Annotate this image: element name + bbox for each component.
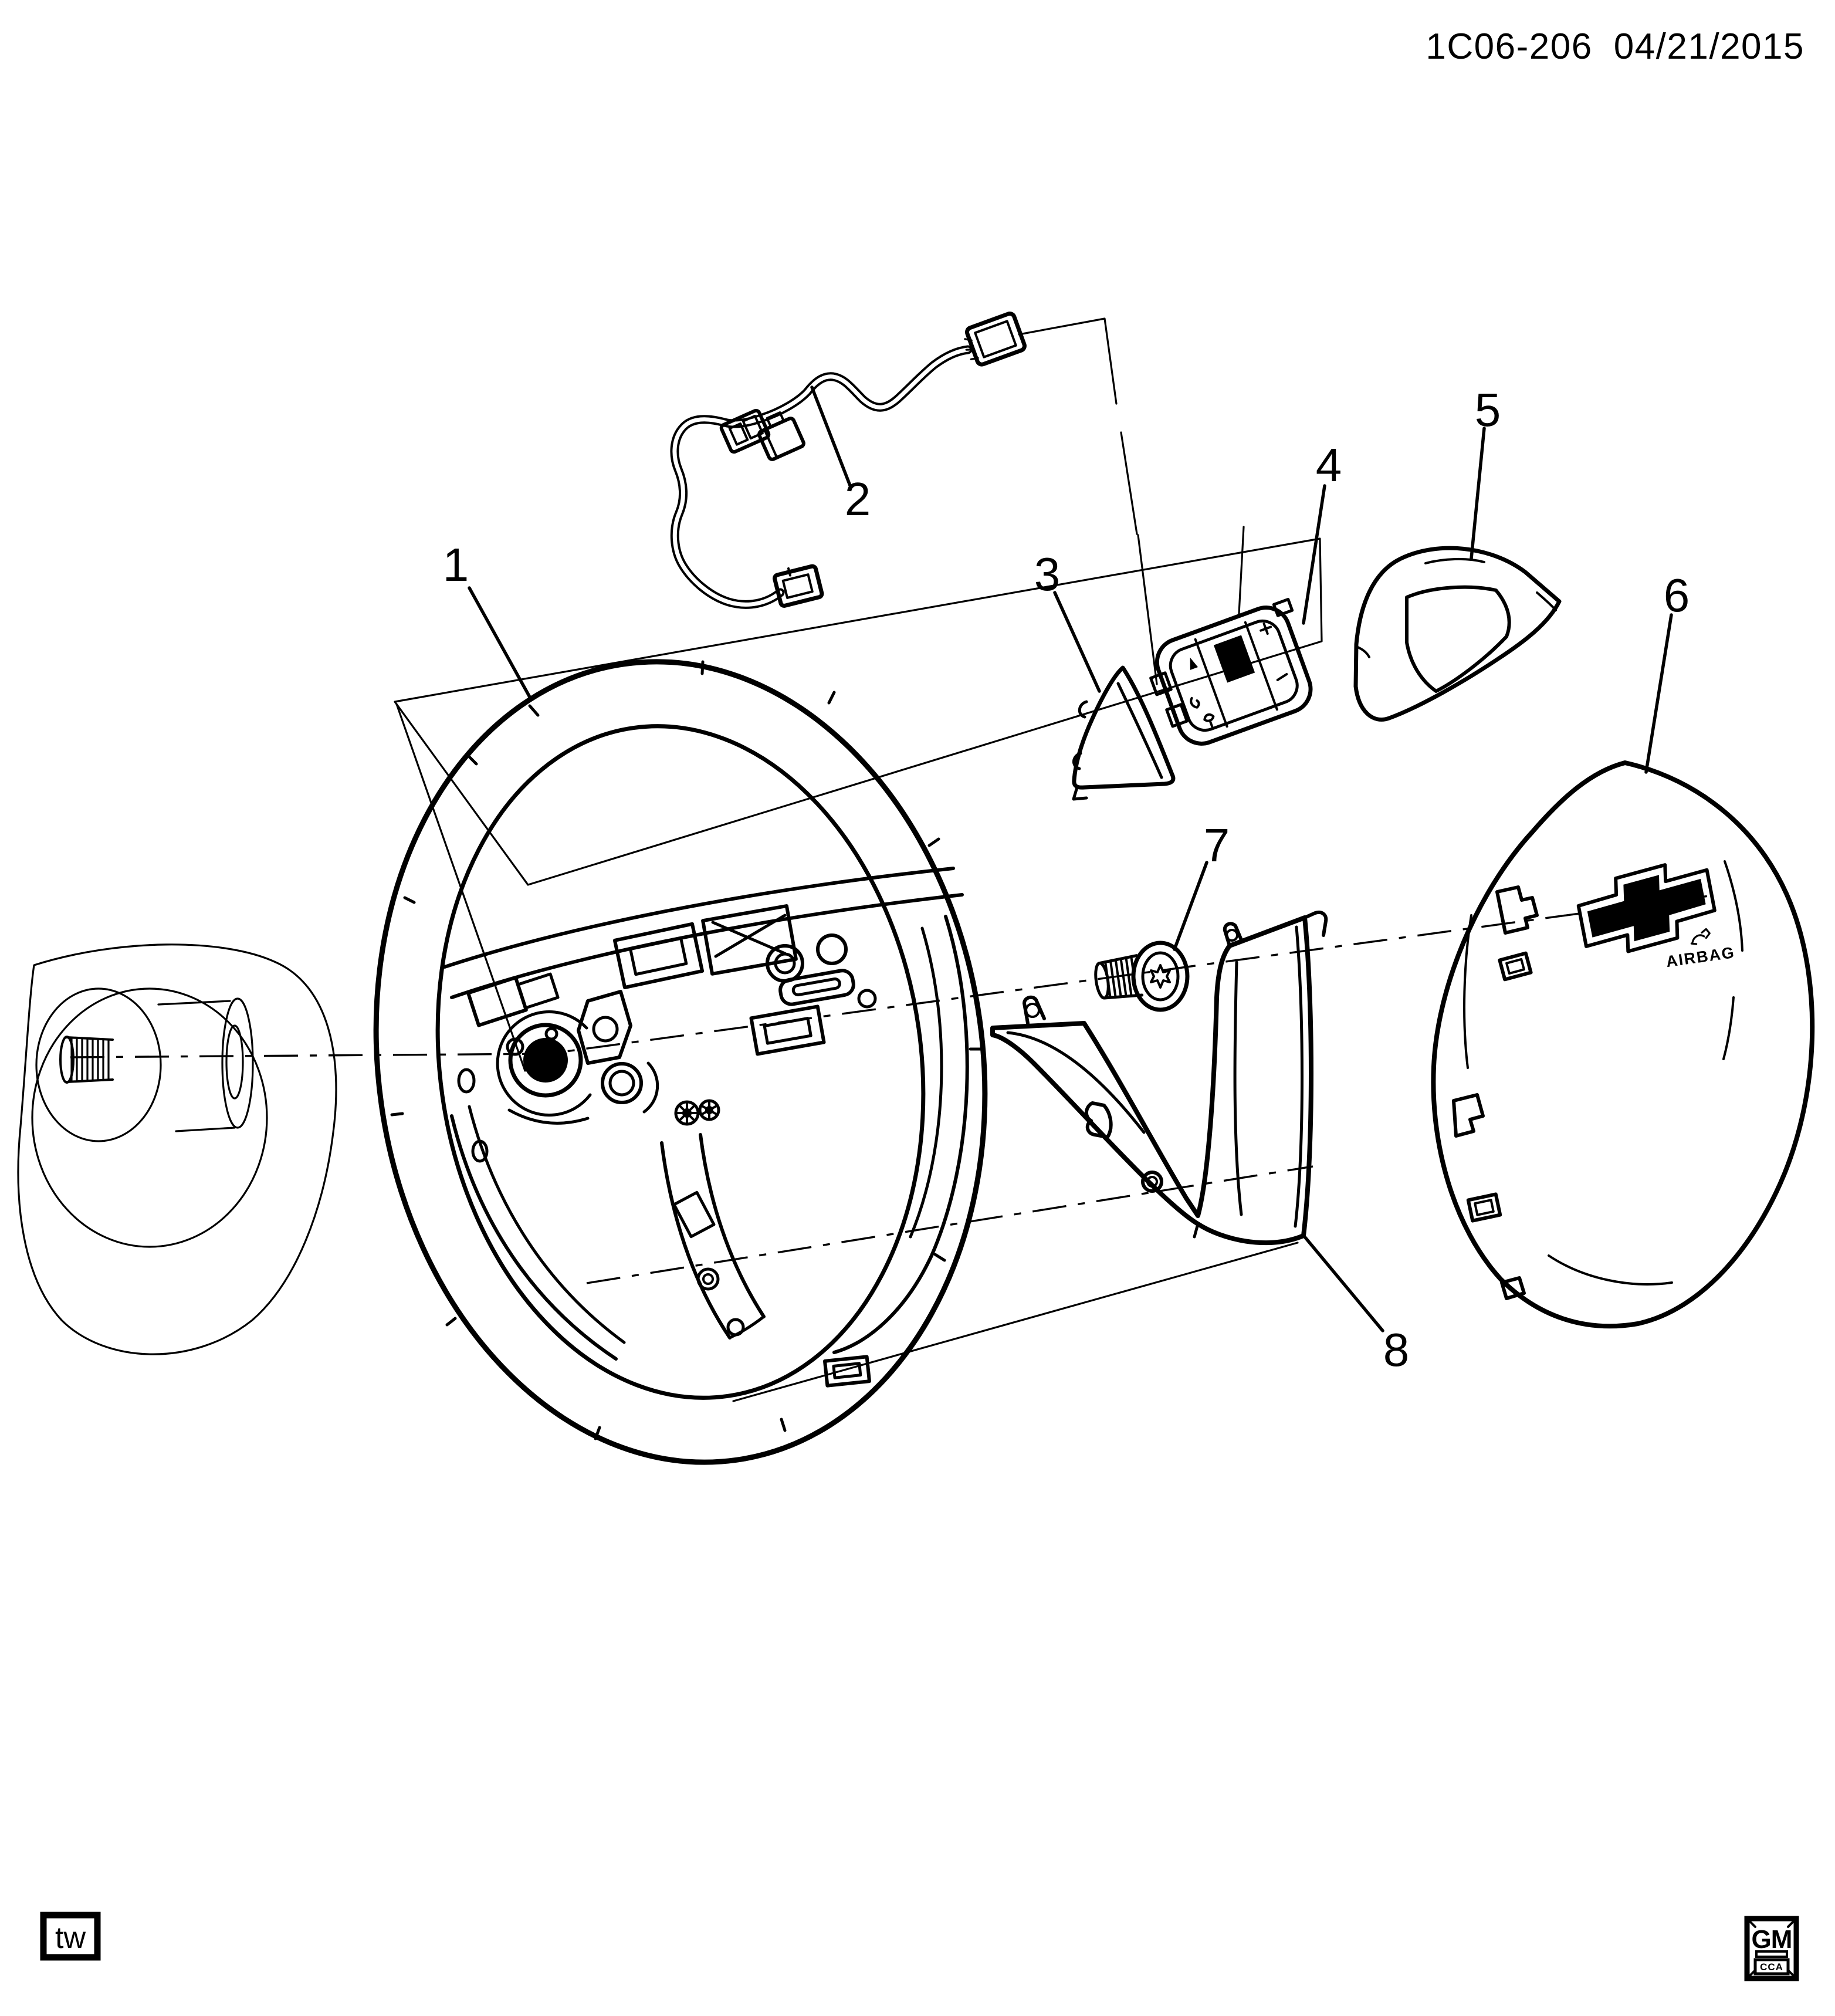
lower-spoke — [660, 1133, 871, 1388]
rim-seam-ticks — [390, 660, 983, 1440]
steering-wheel-switch-pod — [1149, 597, 1313, 746]
callout-5-label: 5 — [1475, 384, 1501, 436]
hub-center — [496, 1010, 659, 1117]
switch-mount-tab-upper — [1149, 671, 1173, 696]
callout-6-label: 6 — [1664, 569, 1690, 621]
callout-leaders — [468, 385, 1673, 1332]
horn-icon — [1690, 928, 1711, 945]
switch-top-pin — [1272, 597, 1294, 617]
drafter-initials-box: tw — [40, 1912, 101, 1961]
switch-dark-key — [1213, 635, 1255, 683]
gm-logo-text: GM — [1752, 1925, 1792, 1954]
drawing-number: 1C06-206 — [1426, 26, 1592, 67]
driver-airbag-module: AIRBAG — [1431, 760, 1815, 1329]
switch-mount-tab-lower — [1165, 703, 1189, 728]
callout-4-label: 4 — [1316, 439, 1342, 491]
screw-head — [1131, 941, 1190, 1012]
revision-date: 04/21/2015 — [1614, 26, 1804, 67]
torx-star-icon — [1150, 964, 1171, 989]
callout-3-label: 3 — [1034, 548, 1061, 600]
horn-contact-rosettes — [674, 1099, 720, 1126]
airbag-label: AIRBAG — [1665, 943, 1736, 970]
drafter-initials: tw — [55, 1921, 86, 1955]
gm-logo-subtext: CCA — [1760, 1961, 1783, 1973]
callout-1-label: 1 — [443, 539, 469, 591]
switch-button-glyphs — [1190, 623, 1288, 728]
gm-logo: GM CCA — [1744, 1916, 1799, 1981]
torx-screw — [1094, 941, 1190, 1012]
harness-connector-bottom — [773, 564, 824, 608]
spoke-trim-cover-left — [1072, 665, 1176, 801]
wiring-harness — [670, 312, 1027, 609]
callout-labels: 1 2 3 4 5 6 7 8 — [443, 384, 1690, 1376]
drawing-number-and-date: 1C06-206 04/21/2015 — [1426, 26, 1804, 67]
harness-connector-left-b — [757, 411, 805, 461]
callout-7-label: 7 — [1204, 819, 1230, 871]
airbag-mount-brackets — [1452, 885, 1539, 1300]
harness-connector-right — [964, 312, 1027, 367]
screw-shank — [1094, 954, 1144, 1000]
projection-reference-lines — [70, 317, 1714, 1402]
chevrolet-bowtie-icon — [1576, 863, 1716, 953]
harness-connector-left-a — [719, 408, 771, 454]
left-spoke-opening — [450, 1105, 626, 1361]
splined-shaft — [59, 1036, 114, 1084]
callout-2-label: 2 — [845, 473, 871, 525]
spoke-trim-bezel-right — [1353, 546, 1562, 722]
lower-trim-cover — [990, 911, 1328, 1246]
drawing-header: 1C06-206 04/21/2015 — [1426, 26, 1804, 67]
trim-mount-tabs — [1023, 911, 1328, 1239]
steering-column-reference — [17, 943, 337, 1355]
steering-wheel — [373, 659, 988, 1465]
right-spoke-opening — [832, 915, 969, 1354]
callout-8-label: 8 — [1383, 1324, 1410, 1376]
